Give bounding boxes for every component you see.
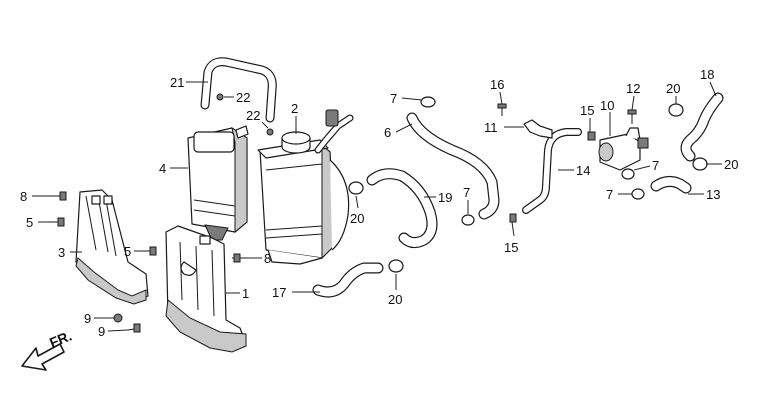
callout-7-top: 7 — [390, 91, 397, 106]
callout-10: 10 — [600, 98, 614, 113]
hose-18 — [680, 92, 724, 162]
callout-7-lower: 7 — [606, 187, 613, 202]
callout-5-mid: 5 — [124, 244, 131, 259]
callout-13: 13 — [706, 187, 720, 202]
callout-6: 6 — [384, 125, 391, 140]
front-direction-arrow: FR. — [21, 327, 74, 371]
bolt-12 — [627, 109, 637, 124]
bolt-8-mid — [232, 253, 246, 263]
callout-1: 1 — [242, 286, 249, 301]
bolt-5-left — [50, 217, 65, 227]
callout-11: 11 — [484, 120, 498, 135]
callout-8-left: 8 — [20, 189, 27, 204]
radiator-2 — [257, 109, 354, 265]
hose-17 — [312, 262, 384, 298]
thermostat-housing-10 — [598, 127, 649, 171]
bolt-15-lower — [509, 213, 517, 223]
reserve-tank-4 — [187, 125, 249, 241]
bolt-16 — [497, 103, 507, 116]
hose-13 — [650, 175, 692, 194]
callout-22-lower: 22 — [246, 108, 260, 123]
callout-20-right: 20 — [724, 157, 738, 172]
callout-3: 3 — [58, 245, 65, 260]
clamp-7-top — [420, 96, 436, 108]
clamp-20-lower — [388, 259, 404, 273]
callout-9-lower: 9 — [98, 324, 105, 339]
clamp-20-left — [348, 181, 364, 195]
callout-8-mid: 8 — [264, 251, 271, 266]
callout-14: 14 — [576, 163, 590, 178]
callout-20-lower: 20 — [388, 292, 402, 307]
bolt-22-upper — [216, 93, 224, 101]
bolt-5-mid — [140, 246, 157, 256]
nut-9-upper — [113, 313, 123, 323]
callout-15-lower: 15 — [504, 240, 518, 255]
bolt-9-lower — [127, 323, 141, 333]
clamp-20-right — [692, 157, 708, 171]
pipe-14 — [522, 128, 582, 214]
callout-7-thermo: 7 — [652, 158, 659, 173]
callout-12: 12 — [626, 81, 640, 96]
bolt-8-left — [50, 191, 67, 201]
clamp-7-thermo — [621, 168, 635, 180]
overflow-pipe-21 — [200, 57, 277, 123]
bolt-22-lower — [266, 128, 274, 136]
bracket-1 — [165, 225, 247, 353]
leader-lines — [32, 81, 722, 332]
clamp-7-lower — [631, 188, 645, 200]
bolt-15-upper — [587, 131, 596, 141]
callout-20-left: 20 — [350, 211, 364, 226]
callout-18: 18 — [700, 67, 714, 82]
callout-20-top-right: 20 — [666, 81, 680, 96]
bracket-11 — [523, 119, 553, 139]
callout-9-upper: 9 — [84, 311, 91, 326]
bracket-3 — [75, 189, 149, 305]
callout-5-left: 5 — [26, 215, 33, 230]
callout-22-upper: 22 — [236, 90, 250, 105]
clamp-20-top-right — [668, 103, 684, 117]
front-direction-label: FR. — [47, 327, 74, 350]
hose-19 — [366, 168, 438, 249]
callout-2: 2 — [291, 101, 298, 116]
callout-7-mid: 7 — [463, 185, 470, 200]
callout-19: 19 — [438, 190, 452, 205]
callout-16: 16 — [490, 77, 504, 92]
callout-17: 17 — [272, 285, 286, 300]
callout-15-upper: 15 — [580, 103, 594, 118]
callout-4: 4 — [159, 161, 166, 176]
clamp-7-mid — [461, 214, 475, 226]
callout-21: 21 — [170, 75, 184, 90]
hose-6 — [406, 112, 500, 220]
